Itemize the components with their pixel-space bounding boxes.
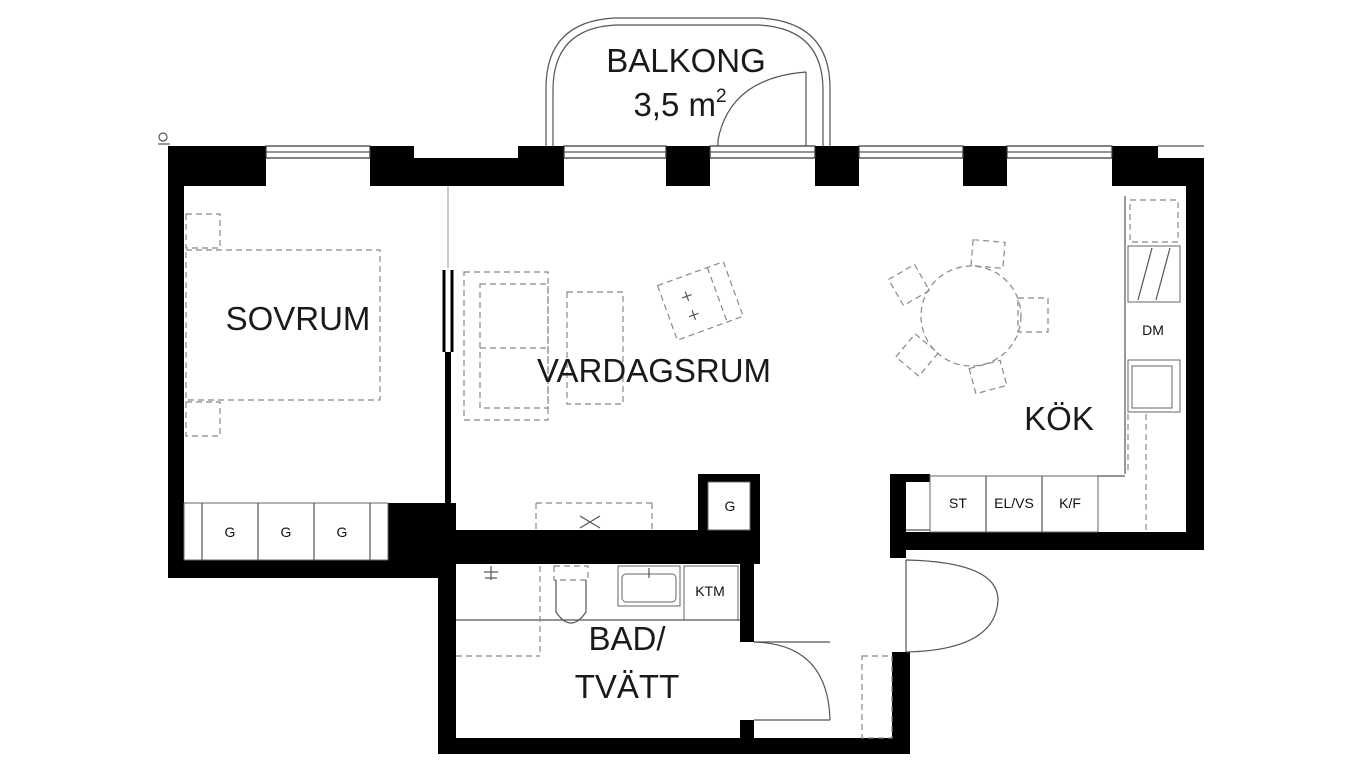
walls xyxy=(168,146,1204,754)
tv-bench xyxy=(535,502,653,530)
dining-table xyxy=(887,239,1049,395)
kitchen-counter xyxy=(906,475,1125,533)
fridge-label: K/F xyxy=(1059,495,1081,511)
balcony xyxy=(545,17,831,146)
armchair xyxy=(656,260,744,341)
hall-wardrobe xyxy=(707,481,751,531)
sliding-partition xyxy=(442,186,454,505)
orientation-marker xyxy=(158,132,168,142)
living-room-label: VARDAGSRUM xyxy=(537,352,771,389)
entrance-door xyxy=(861,559,999,739)
stove-label: ST xyxy=(949,495,967,511)
toilet xyxy=(553,565,589,624)
hall-wardrobe-label: G xyxy=(725,498,736,514)
bath-label-line1: BAD/ xyxy=(588,620,666,657)
balcony-area: 3,5 m2 xyxy=(633,86,726,123)
kitchen-tall-cabinets xyxy=(1124,196,1181,530)
balcony-label: BALKONG xyxy=(606,42,766,79)
sofa xyxy=(463,271,549,421)
coffee-table xyxy=(566,291,624,405)
windows xyxy=(265,145,1204,159)
bath-sink xyxy=(617,565,681,607)
wardrobe-label: G xyxy=(281,524,292,540)
bedroom-wardrobes xyxy=(183,502,389,561)
wardrobe-label: G xyxy=(337,524,348,540)
wardrobe-label: G xyxy=(225,524,236,540)
bedroom-label: SOVRUM xyxy=(226,300,371,337)
sink-label: EL/VS xyxy=(994,495,1034,511)
bed xyxy=(185,213,381,437)
washer-label: KTM xyxy=(695,583,725,599)
bath-label-line2: TVÄTT xyxy=(575,668,680,705)
bath-door xyxy=(753,641,831,721)
drain-icon xyxy=(484,566,498,580)
kitchen-label: KÖK xyxy=(1024,400,1094,437)
dishwasher-label: DM xyxy=(1142,322,1164,338)
